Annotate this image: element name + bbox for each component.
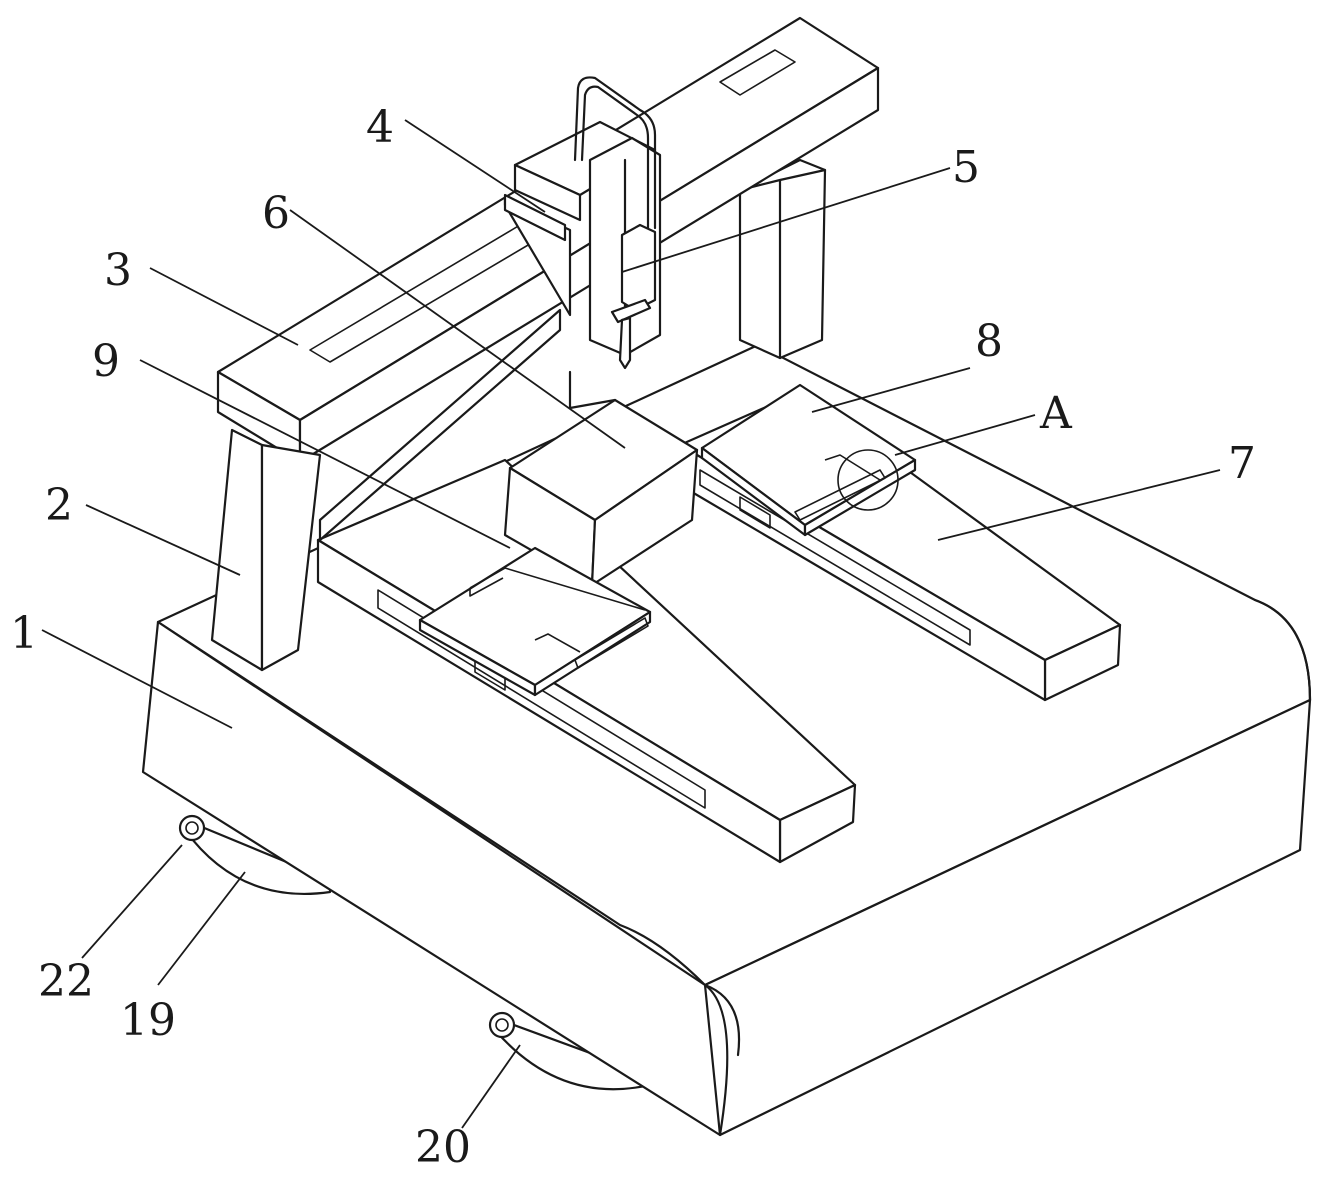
label-wheel-front: 20 [415, 1122, 471, 1173]
left-column [210, 428, 322, 672]
carriage [503, 120, 657, 317]
leader-lines [41, 119, 1221, 1129]
label-column: 2 [45, 480, 73, 531]
label-left-tray: 9 [92, 336, 120, 387]
part-labels: 1 2 3 4 5 6 7 8 9 A 22 19 20 [10, 102, 1256, 1173]
left-tray [418, 546, 652, 697]
label-axle-bolt: 22 [38, 956, 94, 1007]
label-detail-a: A [1039, 388, 1073, 439]
label-base: 1 [10, 608, 38, 659]
label-carriage: 4 [366, 102, 394, 153]
label-crossbeam: 3 [104, 245, 132, 296]
wheel-rear [178, 814, 332, 896]
wheel-front [488, 1011, 652, 1091]
label-nozzle: 5 [952, 142, 980, 193]
label-right-rail: 7 [1228, 438, 1256, 489]
detail-circle-a [837, 449, 899, 511]
label-wheel-rear: 19 [120, 995, 176, 1046]
label-right-tray: 8 [975, 316, 1003, 367]
rear-column [738, 158, 827, 360]
center-block [503, 370, 699, 587]
right-tray [700, 383, 917, 537]
label-center-block: 6 [262, 188, 290, 239]
